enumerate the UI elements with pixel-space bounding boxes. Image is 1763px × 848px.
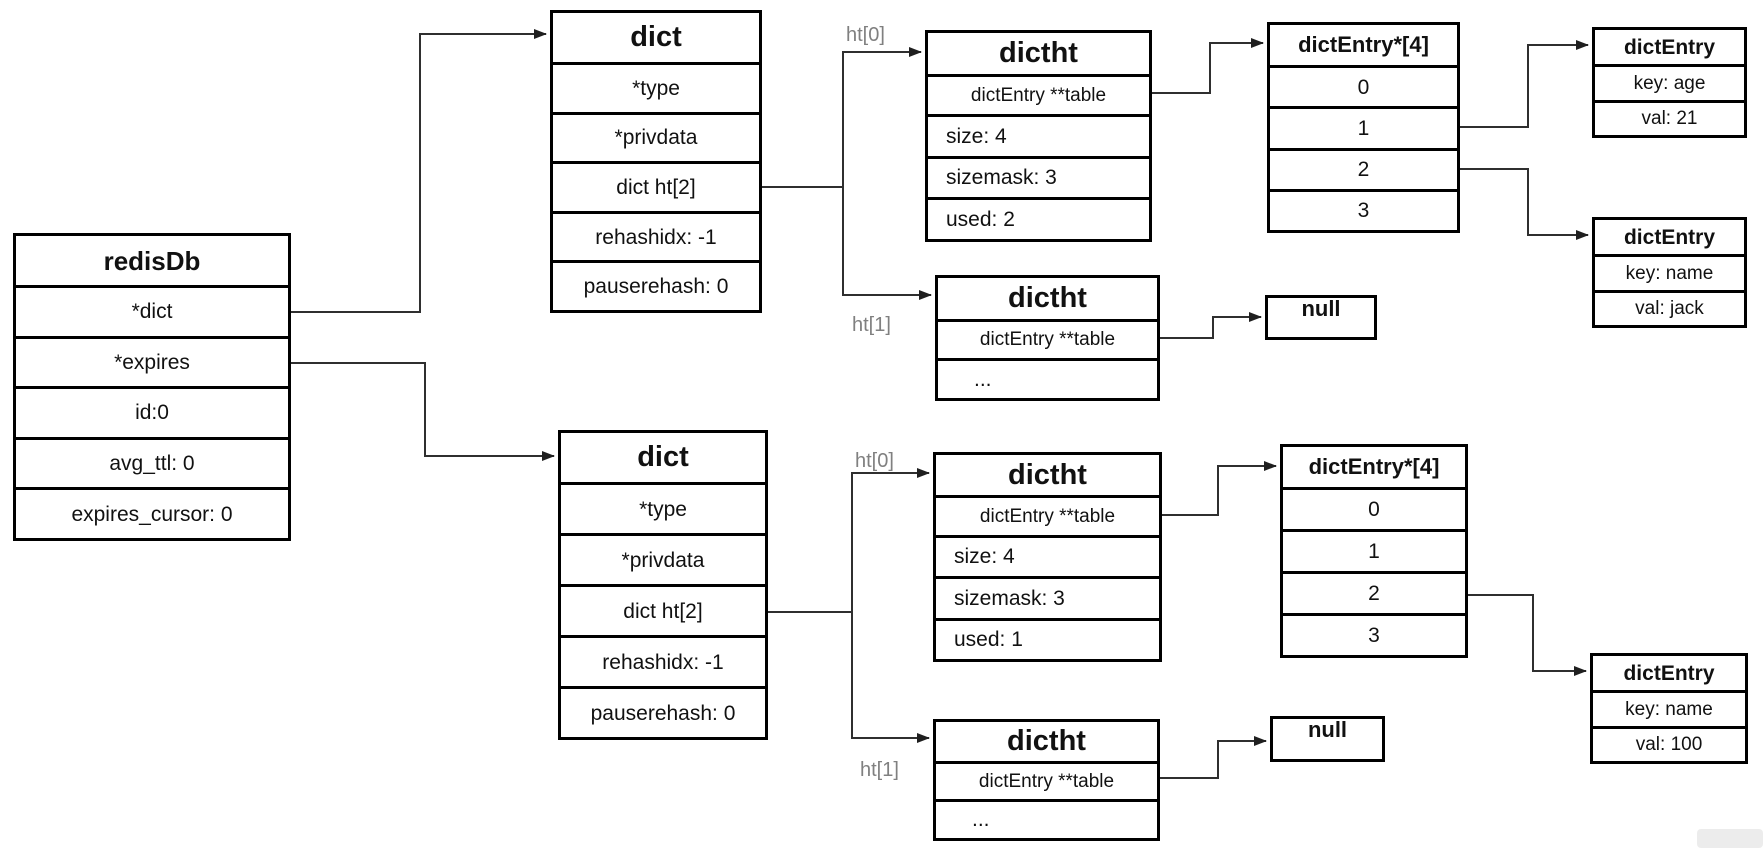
dictht-bottom-ht0-title: dictht [936,455,1159,498]
dict-top-field-privdata: *privdata [553,115,759,165]
dict-top-field-pauserehash: pauserehash: 0 [583,275,729,299]
arrow-dictht-bottom-table-to-bucket [1162,461,1277,516]
dictht-top-ht1-table: dictEntry **table [938,322,1157,361]
dictentry-name-jack-key: key: name [1595,257,1744,293]
dictentry-name-100-struct: dictEntry key: name val: 100 [1590,653,1748,764]
dictentry-name-100-val: val: 100 [1635,734,1703,756]
dictentry-name-100-title: dictEntry [1593,656,1745,693]
dict-bottom-field-ht2: dict ht[2] [561,587,765,638]
arrow-redisdb-expires-to-dict-bottom [291,362,555,461]
dict-top-field-rehashidx: rehashidx: -1 [553,214,759,264]
redisdb-field-dict: *dict [16,288,288,339]
dictht-top-ht0-sizemask: sizemask: 3 [928,159,1149,201]
dict-bottom-struct: dict *type *privdata dict ht[2] rehashid… [558,430,768,740]
dictht-bottom-ht0-table: dictEntry **table [936,498,1159,538]
dictht-top-ht1-ellipsis: ... [974,367,992,391]
bucket-bottom-slot-1: 1 [1283,532,1465,574]
bucket-top-slot-0: 0 [1270,68,1457,110]
arrow-bucket-top-1-to-entry-age [1460,40,1589,128]
dictentry-name-jack-val: val: jack [1635,298,1704,320]
dictht-bottom-ht0-size: size: 4 [936,538,1159,579]
redisdb-title: redisDb [16,236,288,288]
dictht-bottom-ht0-used: used: 1 [954,628,1023,652]
null-top-label: null [1301,296,1341,321]
dictentry-name-jack-struct: dictEntry key: name val: jack [1592,217,1747,328]
arrow-bucket-bottom-2-to-entry-name [1468,594,1587,676]
dict-bottom-field-type: *type [561,485,765,536]
bucket-top-slot-2: 2 [1270,151,1457,192]
bucket-array-top: dictEntry*[4] 0 1 2 3 [1267,22,1460,233]
dictht-bottom-ht0-struct: dictht dictEntry **table size: 4 sizemas… [933,452,1162,662]
arrow-bucket-top-2-to-entry-name [1460,168,1589,240]
bucket-bottom-slot-3: 3 [1368,624,1380,647]
dictht-bottom-ht0-sizemask: sizemask: 3 [936,579,1159,621]
null-bottom-box: null [1270,716,1385,762]
dictht-bottom-ht1-ellipsis: ... [972,808,990,832]
redisdb-field-avg-ttl: avg_ttl: 0 [16,440,288,491]
pointer-label-top-ht1: ht[1] [852,314,891,336]
redisdb-struct: redisDb *dict *expires id:0 avg_ttl: 0 e… [13,233,291,541]
dict-bottom-field-rehashidx: rehashidx: -1 [561,638,765,689]
dictentry-age-val: val: 21 [1641,108,1698,130]
dictentry-name-100-key: key: name [1593,693,1745,729]
arrow-dictbottom-ht2-to-ht0 [768,468,930,613]
arrow-dictht-top-table-to-bucket [1152,38,1264,94]
dict-top-struct: dict *type *privdata dict ht[2] rehashid… [550,10,762,313]
bucket-top-slot-1: 1 [1270,109,1457,151]
dict-bottom-field-pauserehash: pauserehash: 0 [590,701,736,725]
dict-bottom-field-privdata: *privdata [561,536,765,587]
bucket-bottom-title: dictEntry*[4] [1283,447,1465,490]
dictht-bottom-ht1-table: dictEntry **table [936,764,1157,802]
dictentry-age-key: key: age [1595,67,1744,103]
arrow-dictht-top-ht1-to-null [1160,312,1262,339]
redisdb-field-id: id:0 [16,389,288,440]
dictht-top-ht0-used: used: 2 [946,208,1015,232]
dictentry-name-jack-title: dictEntry [1595,220,1744,257]
bucket-bottom-slot-2: 2 [1283,574,1465,616]
dictht-top-ht0-struct: dictht dictEntry **table size: 4 sizemas… [925,30,1152,242]
pointer-label-bottom-ht1: ht[1] [860,759,899,781]
arrow-redisdb-dict-to-dict-top [291,29,547,313]
dict-top-field-type: *type [553,65,759,115]
bucket-array-bottom: dictEntry*[4] 0 1 2 3 [1280,444,1468,658]
bucket-top-slot-3: 3 [1357,199,1370,223]
arrow-dictht-bottom-ht1-to-null [1160,736,1267,779]
dictentry-age-title: dictEntry [1595,30,1744,67]
dict-top-title: dict [553,13,759,65]
pointer-label-top-ht0: ht[0] [846,24,885,46]
pointer-label-bottom-ht0: ht[0] [855,450,894,472]
null-bottom-label: null [1307,717,1348,742]
dict-top-field-ht2: dict ht[2] [553,164,759,214]
watermark-smudge [1697,829,1763,848]
arrow-dicttop-ht2-to-ht1 [842,187,932,300]
bucket-top-title: dictEntry*[4] [1270,25,1457,68]
dictht-bottom-ht1-title: dictht [936,722,1157,764]
dictht-top-ht1-title: dictht [938,278,1157,322]
arrow-dictbottom-ht2-to-ht1 [851,612,930,743]
dict-bottom-title: dict [561,433,765,485]
redisdb-field-expires-cursor: expires_cursor: 0 [71,502,233,526]
dictht-top-ht0-title: dictht [928,33,1149,77]
bucket-bottom-slot-0: 0 [1283,490,1465,532]
dictht-top-ht0-table: dictEntry **table [928,77,1149,117]
arrow-dicttop-ht2-to-ht0 [762,47,922,188]
dictht-bottom-ht1-struct: dictht dictEntry **table ... [933,719,1160,841]
null-top-box: null [1265,295,1377,340]
dictht-top-ht0-size: size: 4 [928,117,1149,159]
redisdb-field-expires: *expires [16,339,288,390]
dictentry-age-struct: dictEntry key: age val: 21 [1592,27,1747,138]
dictht-top-ht1-struct: dictht dictEntry **table ... [935,275,1160,401]
